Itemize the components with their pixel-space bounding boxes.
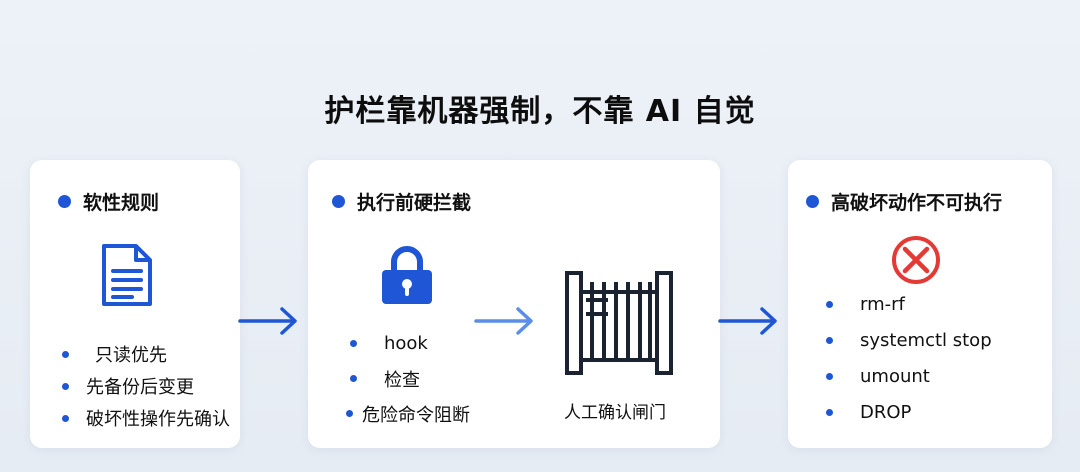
arrow-right-icon: [718, 307, 777, 335]
bullet-dot-icon: [62, 350, 69, 358]
list-item: 破坏性操作先确认: [62, 402, 230, 434]
list-item: 危险命令阻断: [346, 396, 470, 431]
card-title: 软性规则: [83, 192, 160, 214]
card-header: 高破坏动作不可执行: [806, 188, 1002, 215]
list-item: 检查: [350, 361, 470, 396]
gate-label: 人工确认闸门: [564, 403, 666, 423]
gate-icon: [565, 271, 673, 375]
arrow-right-icon: [238, 307, 297, 335]
document-icon: [102, 244, 152, 306]
soft-rules-list: 只读优先 先备份后变更 破坏性操作先确认: [62, 338, 230, 434]
intercept-list: hook 检查 危险命令阻断: [346, 326, 470, 431]
list-item: 只读优先: [62, 338, 230, 370]
card-non-executable: 高破坏动作不可执行 rm-rf systemctl stop umount DR…: [788, 160, 1052, 448]
bullet-dot-icon: [332, 195, 345, 208]
list-item: DROP: [826, 394, 992, 430]
card-soft-rules: 软性规则 只读优先 先备份后变更 破坏性操作先确认: [30, 160, 240, 448]
bullet-dot-icon: [346, 410, 353, 417]
card-hard-intercept: 执行前硬拦截 hook 检查 危险命令阻断 人工确认闸门: [308, 160, 720, 448]
bullet-dot-icon: [62, 414, 69, 422]
card-title: 执行前硬拦截: [357, 192, 472, 214]
list-item: systemctl stop: [826, 322, 992, 358]
bullet-dot-icon: [826, 408, 833, 416]
list-item: 先备份后变更: [62, 370, 230, 402]
list-item: umount: [826, 358, 992, 394]
arrow-right-icon: [474, 307, 533, 335]
bullet-dot-icon: [826, 300, 833, 308]
bullet-dot-icon: [350, 375, 357, 382]
bullet-dot-icon: [826, 372, 833, 380]
page-title: 护栏靠机器强制，不靠 AI 自觉: [324, 94, 756, 129]
bullet-dot-icon: [826, 336, 833, 344]
blocked-commands-list: rm-rf systemctl stop umount DROP: [826, 286, 992, 430]
prohibited-icon: [892, 236, 940, 284]
list-item: hook: [350, 326, 470, 361]
list-item: rm-rf: [826, 286, 992, 322]
card-header: 执行前硬拦截: [332, 188, 471, 215]
bullet-dot-icon: [58, 195, 71, 208]
lock-icon: [382, 246, 432, 304]
card-title: 高破坏动作不可执行: [831, 192, 1003, 214]
bullet-dot-icon: [806, 195, 819, 208]
card-header: 软性规则: [58, 188, 159, 215]
bullet-dot-icon: [62, 382, 69, 390]
bullet-dot-icon: [350, 340, 357, 347]
